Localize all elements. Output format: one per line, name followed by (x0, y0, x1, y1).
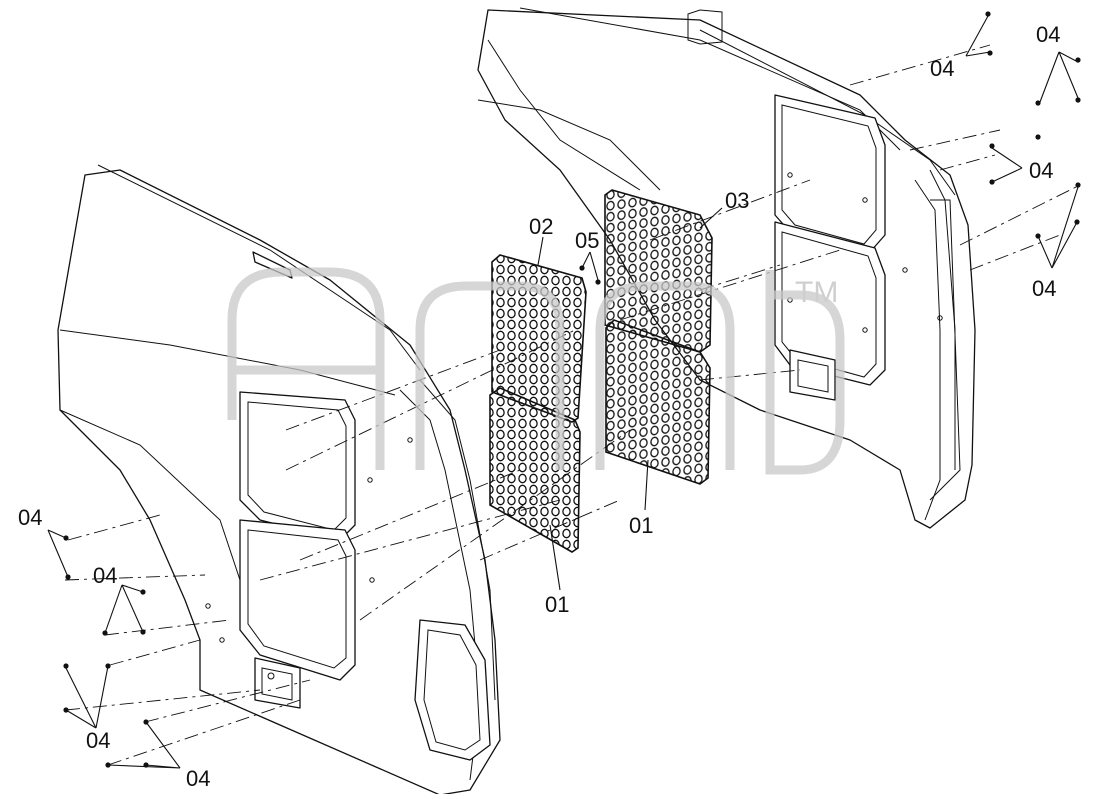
watermark-logo: TM (227, 267, 845, 475)
callout-04: 04 (186, 766, 210, 791)
bolts (63, 11, 1081, 768)
callout-04: 04 (18, 505, 42, 530)
callout-04: 04 (93, 563, 117, 588)
left-side-cover (57, 164, 501, 796)
callout-04: 04 (1036, 22, 1060, 47)
callout-labels: 04 04 04 04 02 05 03 01 01 04 04 04 04 (18, 22, 1060, 791)
right-side-cover (477, 7, 976, 529)
callout-04: 04 (86, 728, 110, 753)
callout-03: 03 (725, 188, 749, 213)
watermark-tm: TM (795, 276, 838, 309)
grille-01-lower-right (605, 319, 711, 485)
leader-lines (47, 15, 1079, 769)
callout-02: 02 (529, 214, 553, 239)
callout-04: 04 (1029, 158, 1053, 183)
callout-01: 01 (545, 592, 569, 617)
callout-04: 04 (1032, 276, 1056, 301)
callout-05: 05 (575, 228, 599, 253)
callout-04: 04 (930, 56, 954, 81)
callout-01: 01 (629, 513, 653, 538)
